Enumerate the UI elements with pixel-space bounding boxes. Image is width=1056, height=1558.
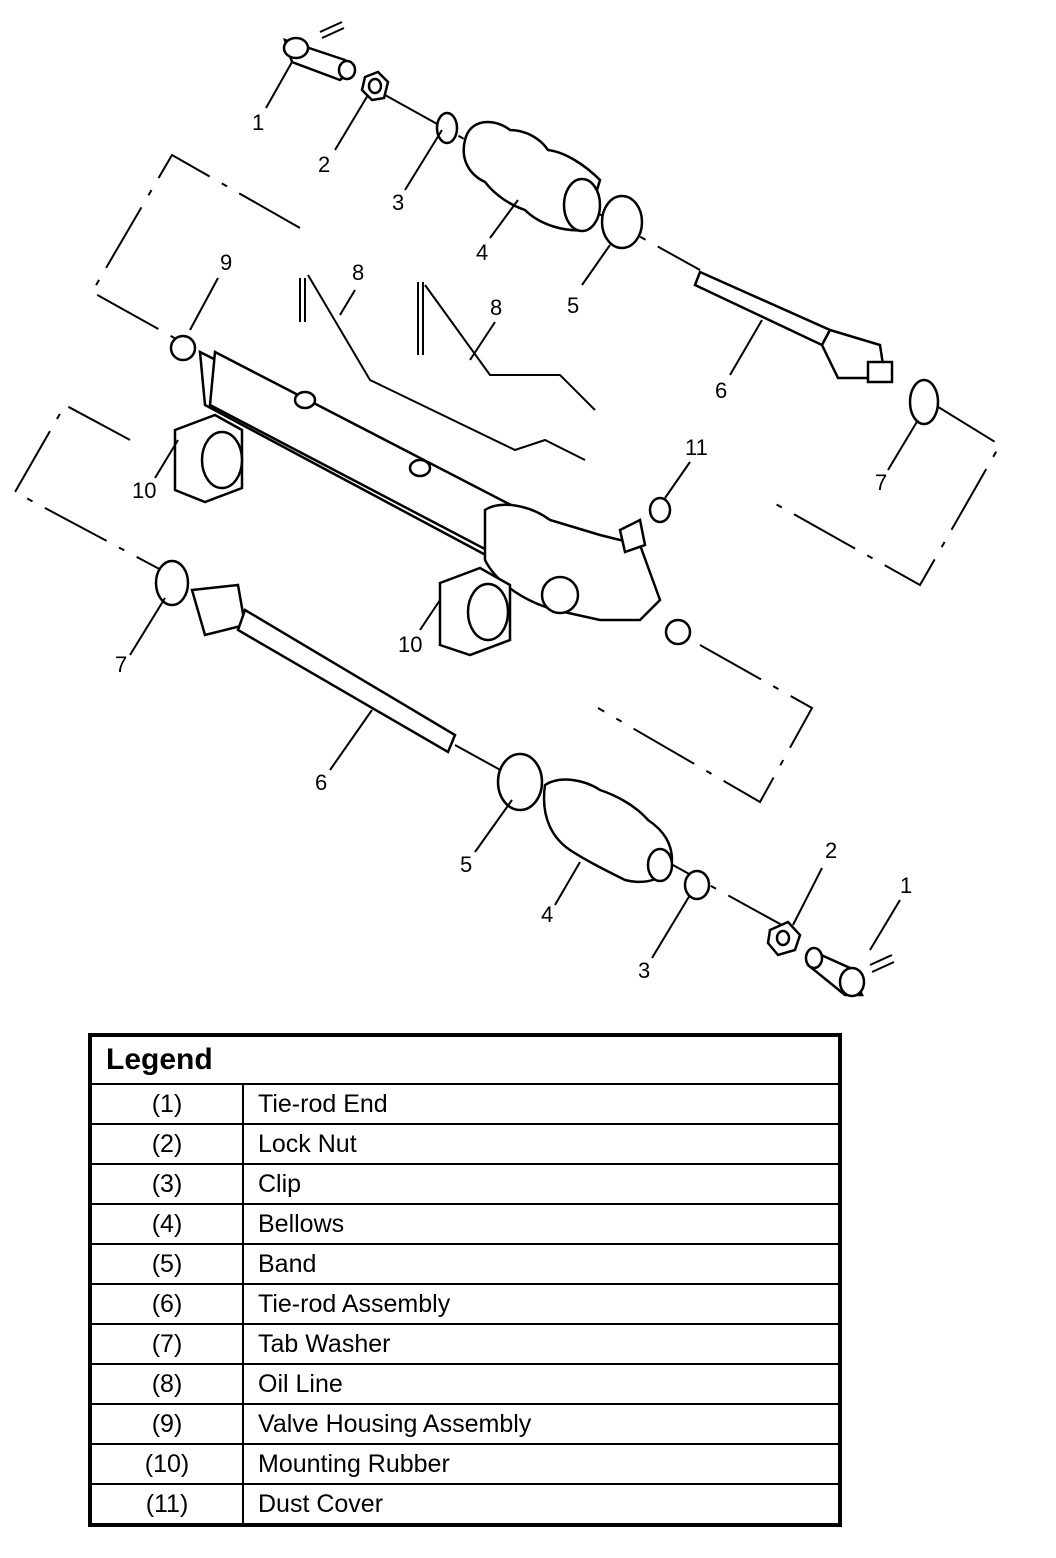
bellows-lower [542,778,674,884]
callout-2-lower: 2 [825,838,837,863]
legend-row: (2)Lock Nut [89,1123,841,1165]
callout-7-lower: 7 [115,652,127,677]
legend-row: (9)Valve Housing Assembly [89,1403,841,1445]
callout-3-upper: 3 [392,190,404,215]
band-upper [600,194,644,250]
callout-9: 9 [220,250,232,275]
legend-row: (11)Dust Cover [89,1483,841,1526]
tie-rod-assembly-upper [693,270,894,384]
legend-number: (8) [89,1363,244,1405]
tie-rod-end-lower [804,946,895,998]
clip-lower [683,869,711,901]
legend-number: (5) [89,1243,244,1285]
tie-rod-assembly-lower [190,583,457,754]
tie-rod-end-upper [282,21,357,82]
legend-number: (1) [89,1083,244,1125]
legend-description: Lock Nut [242,1123,841,1165]
callout-1-upper: 1 [252,110,264,135]
callout-4-lower: 4 [541,902,553,927]
oil-line-left [299,274,586,461]
steering-rack-exploded-diagram: 1 2 3 4 5 6 7 8 8 9 10 10 11 7 6 5 4 3 2… [13,21,1002,998]
legend-table: Legend (1)Tie-rod End (2)Lock Nut (3)Cli… [88,1033,842,1527]
legend-title: Legend [89,1034,841,1085]
callout-1-lower: 1 [900,873,912,898]
clip-upper [435,111,459,145]
legend-row: (10)Mounting Rubber [89,1443,841,1485]
legend-description: Tab Washer [242,1323,841,1365]
legend-number: (11) [89,1483,244,1526]
legend-number: (4) [89,1203,244,1245]
mounting-rubber-right [438,566,512,657]
legend-number: (7) [89,1323,244,1365]
legend-header-row: Legend [89,1034,841,1085]
callout-8-right: 8 [490,295,502,320]
dust-cover [648,496,672,524]
tab-washer-lower [154,559,190,607]
lock-nut-lower [766,920,802,957]
legend-description: Band [242,1243,841,1285]
legend-description: Oil Line [242,1363,841,1405]
bellows-upper [462,120,602,233]
legend-description: Bellows [242,1203,841,1245]
leader-lines [129,61,919,959]
legend-number: (9) [89,1403,244,1445]
legend-row: (8)Oil Line [89,1363,841,1405]
legend-row: (7)Tab Washer [89,1323,841,1365]
legend-number: (6) [89,1283,244,1325]
legend-row: (3)Clip [89,1163,841,1205]
legend-row: (5)Band [89,1243,841,1285]
legend-row: (6)Tie-rod Assembly [89,1283,841,1325]
legend-number: (10) [89,1443,244,1485]
legend-description: Clip [242,1163,841,1205]
callout-10-left: 10 [132,478,156,503]
legend-description: Tie-rod End [242,1083,841,1125]
callout-5-lower: 5 [460,852,472,877]
guide-line-lower-left [13,403,181,581]
legend-description: Mounting Rubber [242,1443,841,1485]
legend-description: Dust Cover [242,1483,841,1526]
callout-7-upper: 7 [875,470,887,495]
legend-row: (4)Bellows [89,1203,841,1245]
guide-line-upper-left [90,153,301,341]
legend-row: (1)Tie-rod End [89,1083,841,1125]
legend-number: (3) [89,1163,244,1205]
callout-6-lower: 6 [315,770,327,795]
callout-3-lower: 3 [638,958,650,983]
rack-housing [169,334,542,572]
valve-housing [483,503,692,646]
legend-description: Valve Housing Assembly [242,1403,841,1445]
callout-11: 11 [685,435,708,460]
band-lower [496,752,544,812]
legend-description: Tie-rod Assembly [242,1283,841,1325]
callout-10-right: 10 [398,632,422,657]
mounting-rubber-left [173,413,244,504]
guide-line-lower-right [597,644,814,804]
guide-line-upper-right [764,404,1002,587]
legend-number: (2) [89,1123,244,1165]
callout-6-upper: 6 [715,378,727,403]
callout-5-upper: 5 [567,293,579,318]
callout-2-upper: 2 [318,152,330,177]
callout-4-upper: 4 [476,240,488,265]
callout-8-left: 8 [352,260,364,285]
lock-nut-upper [360,70,390,102]
oil-line-right [417,282,596,411]
tab-washer-upper [908,378,940,426]
